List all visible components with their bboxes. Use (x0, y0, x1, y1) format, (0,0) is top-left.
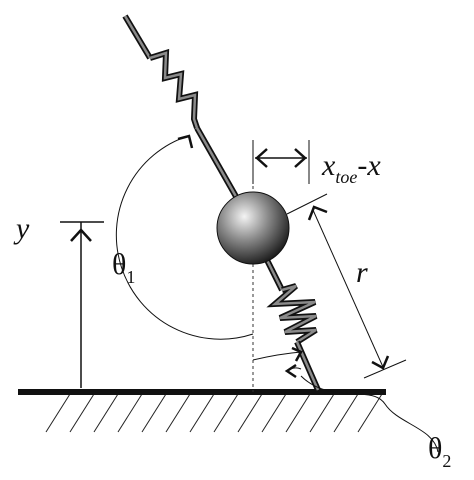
theta2-label: θ2 (428, 432, 451, 471)
xtoe-dimension (252, 140, 310, 184)
xtoe-label: xtoe-x (321, 149, 381, 187)
r-dimension (286, 193, 407, 379)
y-label: y (13, 212, 30, 245)
y-axis-arrow (60, 221, 104, 388)
theta2-leader (300, 375, 439, 453)
point-mass (216, 191, 290, 265)
r-label: r (356, 256, 368, 289)
theta2-arc (252, 346, 303, 379)
theta1-label: θ1 (112, 248, 135, 287)
upper-leg (122, 14, 241, 202)
ground-hatching (45, 393, 383, 433)
theta1-arc (115, 134, 254, 340)
